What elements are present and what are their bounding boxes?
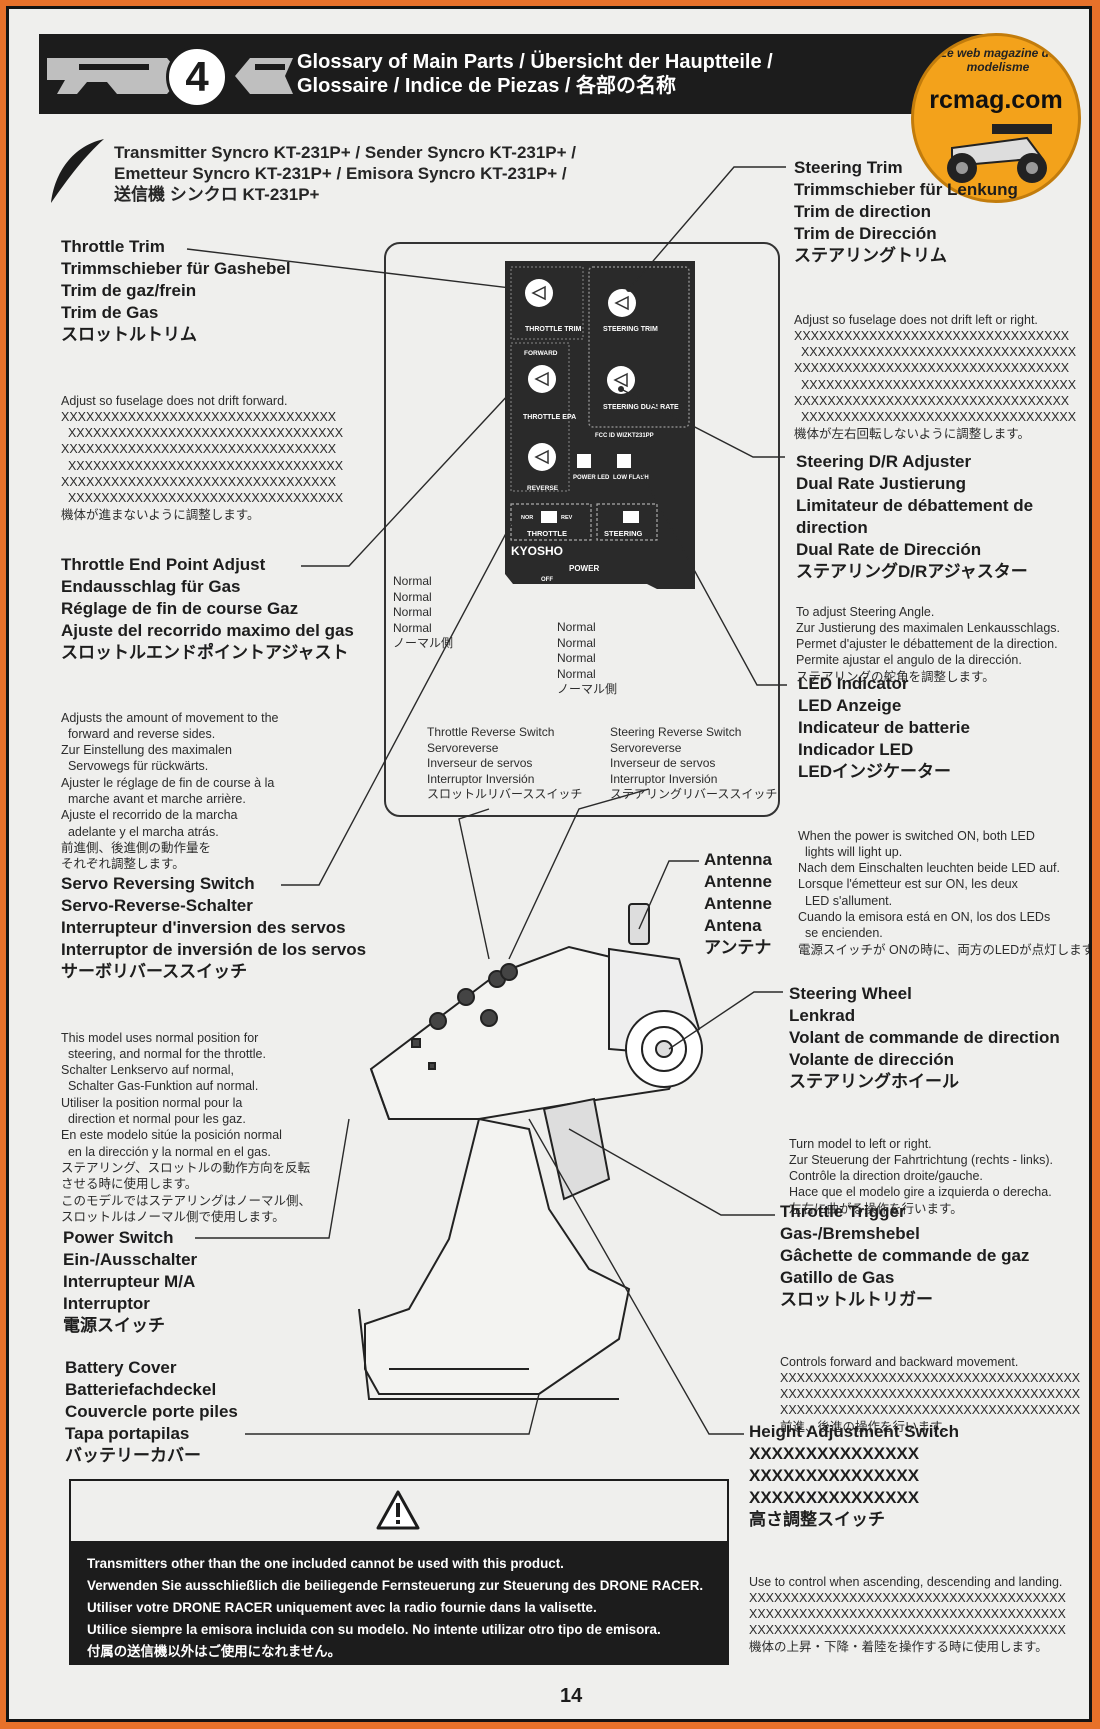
left-wing-icon <box>47 58 182 94</box>
antenna-label: Antenna Antenne Antenne Antena アンテナ <box>704 850 772 957</box>
warning-box: Transmitters other than the one included… <box>69 1479 729 1665</box>
section-title: Glossary of Main Parts / Übersicht der H… <box>297 50 773 98</box>
section-header: 4 Glossary of Main Parts / Übersicht der… <box>39 34 999 114</box>
steering-wheel-desc: Turn model to left or right.Zur Steuerun… <box>789 1136 1053 1216</box>
servo-reversing-desc: This model uses normal position for stee… <box>61 1030 312 1224</box>
fcc-text: FCC ID WIZKT231PP <box>595 433 654 439</box>
swoosh-icon <box>51 139 104 203</box>
power-led-text: POWER LED <box>573 475 610 481</box>
transmitter-face-plate: THROTTLE TRIM STEERING TRIM FORWARD THRO… <box>505 261 695 589</box>
warning-icon <box>376 1490 420 1530</box>
throttle-switch-text: THROTTLE <box>527 529 567 538</box>
steering-trim-text: STEERING TRIM <box>603 326 658 333</box>
section-title-line1: Glossary of Main Parts / Übersicht der H… <box>297 51 773 73</box>
throttle-trigger-label: Throttle Trigger Gas-/Bremshebel Gâchett… <box>780 1202 1030 1309</box>
steering-reverse-switch[interactable] <box>623 511 639 523</box>
transmitter-title-line: Transmitter Syncro KT-231P+ / Sender Syn… <box>114 143 577 162</box>
low-flash-text: LOW FLASH <box>613 475 649 481</box>
rc-car-icon <box>947 124 1052 183</box>
section-title-line2: Glossaire / Indice de Piezas / 各部の名称 <box>297 75 677 97</box>
steering-dr-label: Steering D/R Adjuster Dual Rate Justieru… <box>796 452 1034 581</box>
led-indicator-label: LED Indicator LED Anzeige Indicateur de … <box>798 674 970 781</box>
throttle-trigger-desc: Controls forward and backward movement.X… <box>780 1354 1081 1434</box>
section-number: 4 <box>166 46 228 108</box>
battery-cover-label: Battery Cover Batteriefachdeckel Couverc… <box>65 1358 238 1465</box>
led-indicator-desc: When the power is switched ON, both LED … <box>798 828 1092 957</box>
low-flash-led <box>617 454 631 468</box>
height-switch-label: Height Adjustment Switch XXXXXXXXXXXXXXX… <box>749 1422 959 1529</box>
steering-dualrate-text: STEERING DUALRATE <box>603 404 679 411</box>
off-text: OFF <box>541 577 553 583</box>
leader-lines <box>186 166 787 1435</box>
nor-text: NOR <box>521 515 533 521</box>
steering-switch-text: STEERING <box>604 529 643 538</box>
page-number: 14 <box>560 1685 583 1707</box>
transmitter-title-line: Emetteur Syncro KT-231P+ / Emisora Syncr… <box>114 164 567 183</box>
rev-text: REV <box>561 515 573 521</box>
throttle-epa-label: Throttle End Point Adjust Endausschlag f… <box>61 555 354 662</box>
watermark-brand: rcmag.com <box>929 86 1063 114</box>
throttle-trim-knob[interactable] <box>525 279 553 307</box>
throttle-trim-label: Throttle Trim Trimmschieber für Gashebel… <box>61 237 291 344</box>
steering-dualrate-knob[interactable] <box>607 366 635 394</box>
transmitter-title-line: 送信機 シンクロ KT-231P+ <box>114 185 320 204</box>
throttle-reverse-switch[interactable] <box>541 511 557 523</box>
steering-trim-label: Steering Trim Trimmschieber für Lenkung … <box>794 158 1018 265</box>
throttle-epa-reverse-knob[interactable] <box>528 443 556 471</box>
steering-dr-desc: To adjust Steering Angle.Zur Justierung … <box>796 604 1061 684</box>
right-wing-icon <box>235 58 293 94</box>
transmitter-title: Transmitter Syncro KT-231P+ / Sender Syn… <box>114 142 576 205</box>
manual-page: 4 Glossary of Main Parts / Übersicht der… <box>6 6 1092 1722</box>
leader-dots <box>516 286 642 472</box>
transmitter-body-illustration <box>358 903 703 1400</box>
forward-text: FORWARD <box>524 350 558 357</box>
kyosho-text: KYOSHO <box>511 544 563 558</box>
throttle-trim-desc: Adjust so fuselage does not drift forwar… <box>61 393 344 522</box>
throttle-trim-text: THROTTLE TRIM <box>525 326 582 333</box>
power-switch-label: Power Switch Ein-/Ausschalter Interrupte… <box>63 1228 198 1335</box>
servo-reversing-label: Servo Reversing Switch Servo-Reverse-Sch… <box>61 874 367 981</box>
transmitter-face-panel <box>384 242 780 817</box>
warning-text: Transmitters other than the one included… <box>87 1556 704 1659</box>
rcmag-watermark-logo: Le web magazine du modelisme rcmag.com <box>911 33 1081 203</box>
throttle-epa-text: THROTTLE EPA <box>523 414 576 421</box>
power-text: POWER <box>569 564 599 573</box>
steering-wheel-label: Steering Wheel Lenkrad Volant de command… <box>789 984 1060 1091</box>
steering-trim-knob[interactable] <box>608 289 636 317</box>
throttle-epa-desc: Adjusts the amount of movement to the fo… <box>61 710 279 872</box>
steering-trim-desc: Adjust so fuselage does not drift left o… <box>794 312 1077 441</box>
power-led <box>577 454 591 468</box>
height-switch-desc: Use to control when ascending, descendin… <box>749 1574 1066 1654</box>
reverse-text: REVERSE <box>527 485 559 492</box>
watermark-tagline: Le web magazine du modelisme <box>939 46 1057 74</box>
diagram-layer: THROTTLE TRIM STEERING TRIM FORWARD THRO… <box>186 166 787 1435</box>
throttle-epa-forward-knob[interactable] <box>528 365 556 393</box>
